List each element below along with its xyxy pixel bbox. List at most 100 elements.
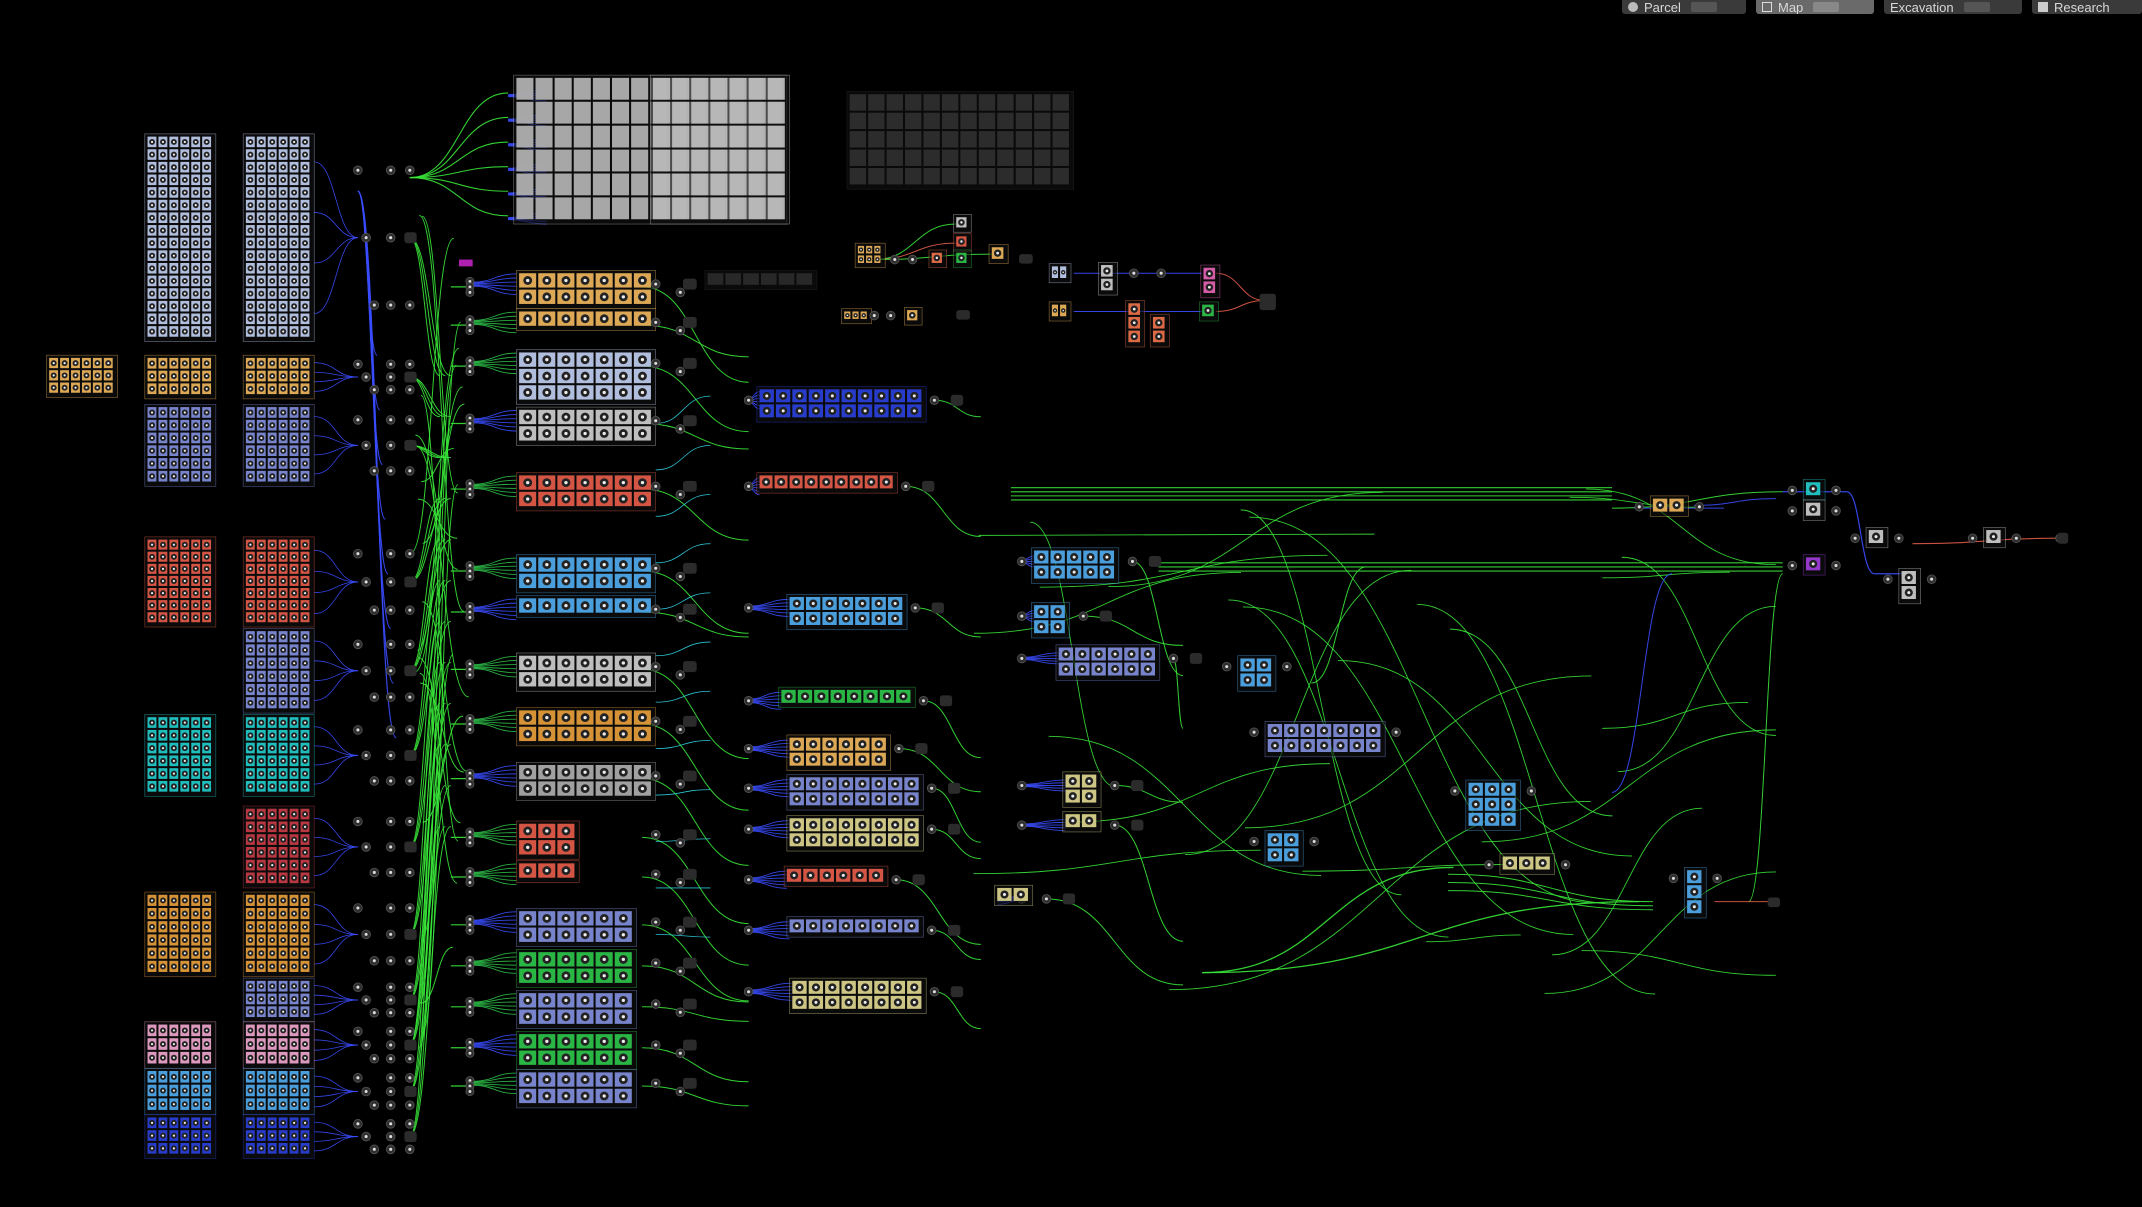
machine-cell[interactable] <box>573 197 591 220</box>
machine-group[interactable] <box>242 133 315 342</box>
machine-cell[interactable] <box>886 149 903 166</box>
machine-group[interactable] <box>904 307 923 326</box>
machine-cell[interactable] <box>941 149 959 166</box>
storage-slab[interactable] <box>404 994 417 1006</box>
machine-cell[interactable] <box>691 125 709 148</box>
machine-cell[interactable] <box>554 125 572 148</box>
machine-group[interactable] <box>789 977 927 1014</box>
machine-cell[interactable] <box>849 149 867 166</box>
machine-group[interactable] <box>953 249 972 269</box>
machine-cell[interactable] <box>760 273 777 285</box>
machine-group[interactable] <box>242 1067 315 1116</box>
storage-slab[interactable] <box>404 232 417 244</box>
machine-group[interactable] <box>242 354 315 400</box>
machine-cell[interactable] <box>1034 112 1051 130</box>
machine-cell[interactable] <box>960 94 977 111</box>
machine-cell[interactable] <box>743 273 759 285</box>
machine-cell[interactable] <box>691 101 709 124</box>
storage-slab[interactable] <box>404 1086 417 1097</box>
machine-cell[interactable] <box>868 94 885 111</box>
machine-cell[interactable] <box>691 197 709 220</box>
tab-map[interactable]: Map <box>1756 0 1874 14</box>
machine-group[interactable] <box>1465 779 1521 831</box>
machine-cell[interactable] <box>592 173 610 196</box>
machine-cell[interactable] <box>748 77 766 100</box>
machine-cell[interactable] <box>1015 94 1033 111</box>
machine-group[interactable] <box>786 593 908 631</box>
machine-cell[interactable] <box>710 125 728 148</box>
machine-cell[interactable] <box>1015 131 1033 148</box>
machine-cell[interactable] <box>573 149 591 172</box>
machine-group[interactable] <box>786 774 924 811</box>
machine-cell[interactable] <box>535 125 553 148</box>
machine-cell[interactable] <box>1015 149 1033 166</box>
machine-cell[interactable] <box>767 101 785 124</box>
storage-slab[interactable] <box>404 749 417 761</box>
storage-slab[interactable] <box>683 1039 697 1051</box>
machine-group[interactable] <box>841 308 872 325</box>
machine-group[interactable] <box>516 990 637 1029</box>
machine-group[interactable] <box>242 536 315 628</box>
machine-group[interactable] <box>704 270 818 290</box>
machine-group[interactable] <box>144 1114 217 1159</box>
machine-group[interactable] <box>516 949 637 988</box>
storage-slab[interactable] <box>956 310 970 320</box>
machine-cell[interactable] <box>554 197 572 220</box>
storage-slab[interactable] <box>939 695 953 707</box>
machine-cell[interactable] <box>729 197 747 220</box>
machine-cell[interactable] <box>592 149 610 172</box>
machine-cell[interactable] <box>886 168 903 185</box>
machine-group[interactable] <box>242 805 315 889</box>
machine-cell[interactable] <box>612 149 630 172</box>
machine-group[interactable] <box>144 536 217 628</box>
machine-group[interactable] <box>786 815 924 852</box>
machine-group[interactable] <box>242 977 315 1023</box>
machine-cell[interactable] <box>778 273 795 285</box>
machine-cell[interactable] <box>672 77 690 100</box>
machine-cell[interactable] <box>1052 131 1069 148</box>
storage-slab[interactable] <box>404 928 417 940</box>
machine-cell[interactable] <box>960 168 977 185</box>
machine-cell[interactable] <box>960 112 977 130</box>
machine-group[interactable] <box>1062 811 1102 833</box>
machine-cell[interactable] <box>923 112 940 130</box>
machine-group[interactable] <box>953 233 972 252</box>
machine-cell[interactable] <box>631 101 649 124</box>
machine-cell[interactable] <box>849 168 867 185</box>
storage-slab[interactable] <box>404 371 417 383</box>
machine-group[interactable] <box>144 891 217 978</box>
machine-group[interactable] <box>1898 567 1921 605</box>
machine-cell[interactable] <box>535 173 553 196</box>
machine-cell[interactable] <box>997 94 1014 111</box>
machine-cell[interactable] <box>652 173 671 196</box>
machine-cell[interactable] <box>710 173 728 196</box>
storage-slab[interactable] <box>683 316 697 328</box>
machine-cell[interactable] <box>978 168 996 185</box>
machine-group[interactable] <box>516 652 657 692</box>
machine-cell[interactable] <box>767 197 785 220</box>
storage-slab[interactable] <box>1259 293 1276 311</box>
machine-group[interactable] <box>144 133 217 342</box>
machine-cell[interactable] <box>652 101 671 124</box>
machine-cell[interactable] <box>905 94 922 111</box>
storage-slab[interactable] <box>1131 780 1144 791</box>
machine-cell[interactable] <box>1052 168 1069 185</box>
machine-cell[interactable] <box>905 131 922 148</box>
machine-cell[interactable] <box>592 197 610 220</box>
machine-group[interactable] <box>854 242 886 269</box>
machine-group[interactable] <box>783 865 889 887</box>
machine-cell[interactable] <box>631 77 649 100</box>
machine-group[interactable] <box>1264 720 1386 758</box>
storage-slab[interactable] <box>683 278 697 290</box>
machine-cell[interactable] <box>941 94 959 111</box>
machine-group[interactable] <box>756 386 927 423</box>
machine-cell[interactable] <box>631 197 649 220</box>
machine-group[interactable] <box>953 214 972 233</box>
storage-slab[interactable] <box>948 924 961 936</box>
storage-slab[interactable] <box>404 841 417 853</box>
storage-slab[interactable] <box>922 480 935 492</box>
machine-cell[interactable] <box>868 112 885 130</box>
storage-slab[interactable] <box>948 782 961 794</box>
